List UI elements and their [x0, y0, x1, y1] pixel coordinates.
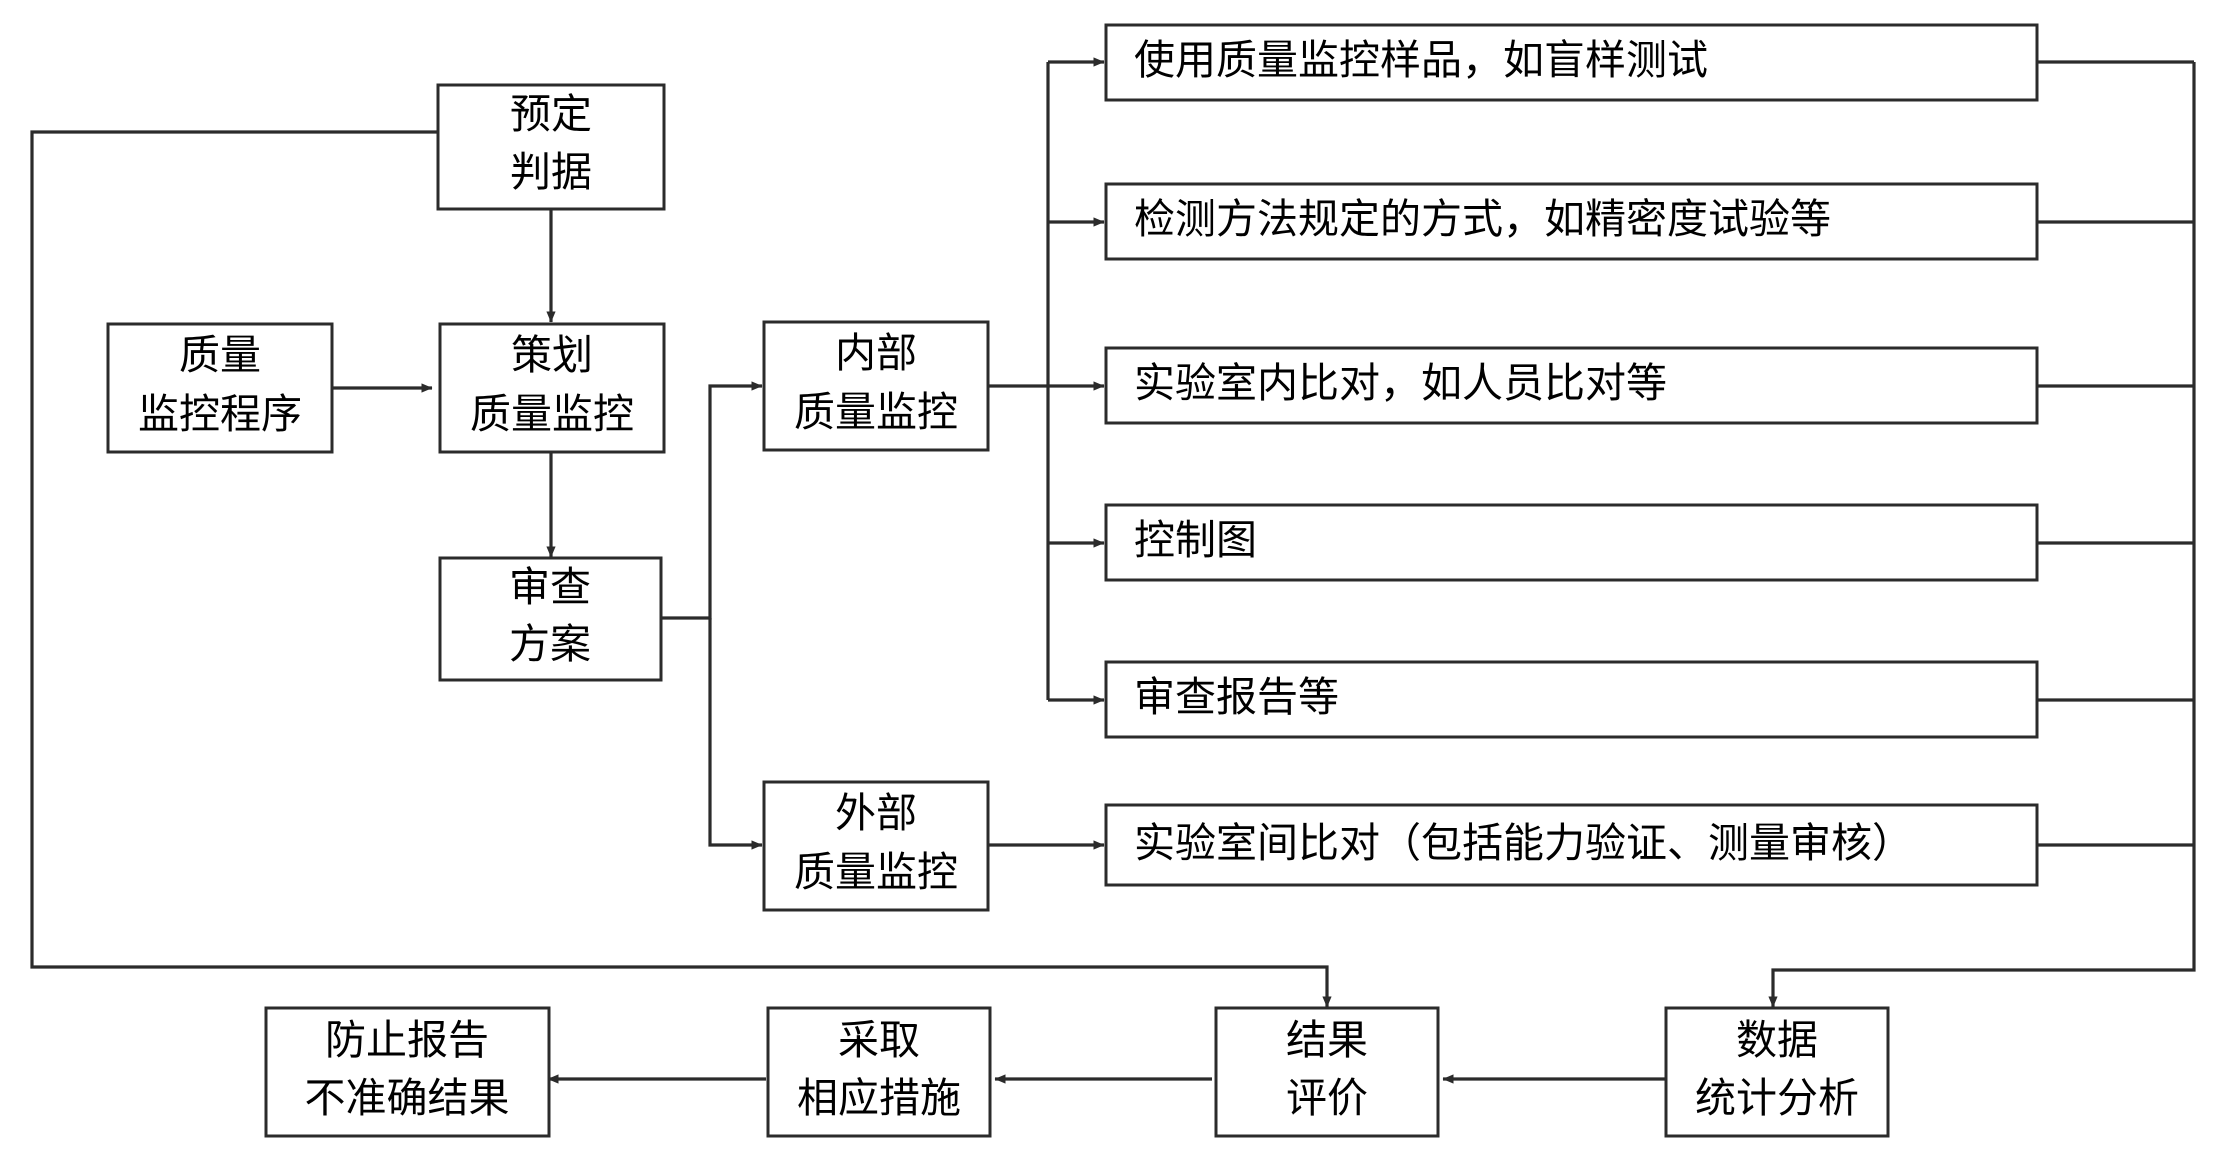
node-external-quality-control[interactable]: 外部 质量监控	[762, 780, 990, 912]
node-method-2-label: 检测方法规定的方式，如精密度试验等	[1134, 196, 1831, 242]
node-method-3-label: 实验室内比对，如人员比对等	[1134, 360, 1667, 406]
node-internal-quality-control[interactable]: 内部 质量监控	[762, 320, 990, 452]
node-method-5-label: 审查报告等	[1134, 674, 1339, 720]
node-method-3[interactable]: 实验室内比对，如人员比对等	[1104, 346, 2039, 425]
node-method-6-label: 实验室间比对（包括能力验证、测量审核）	[1134, 820, 1913, 866]
connector-right-bus-to-data-analysis	[1768, 62, 2196, 1008]
node-plan-quality-control-line1: 策划	[511, 332, 593, 378]
node-data-statistical-analysis-line2: 统计分析	[1695, 1075, 1859, 1121]
node-prevent-inaccurate-report-line2: 不准确结果	[305, 1075, 510, 1121]
node-data-statistical-analysis[interactable]: 数据 统计分析	[1664, 1006, 1890, 1138]
node-data-statistical-analysis-line1: 数据	[1736, 1017, 1818, 1063]
node-method-1[interactable]: 使用质量监控样品，如盲样测试	[1104, 23, 2039, 102]
node-result-evaluation-line2: 评价	[1286, 1075, 1368, 1121]
node-method-6[interactable]: 实验室间比对（包括能力验证、测量审核）	[1104, 803, 2039, 887]
node-external-quality-control-line2: 质量监控	[794, 849, 958, 895]
node-external-quality-control-line1: 外部	[835, 790, 917, 836]
node-method-2[interactable]: 检测方法规定的方式，如精密度试验等	[1104, 182, 2039, 261]
node-method-1-label: 使用质量监控样品，如盲样测试	[1134, 37, 1708, 83]
node-result-evaluation-line1: 结果	[1286, 1017, 1368, 1063]
connector-feedback-loop	[30, 130, 1332, 1008]
connector-review-to-internal	[661, 381, 763, 620]
node-method-5[interactable]: 审查报告等	[1104, 660, 2039, 739]
node-internal-quality-control-line2: 质量监控	[794, 389, 958, 435]
node-method-4[interactable]: 控制图	[1104, 503, 2039, 582]
node-result-evaluation[interactable]: 结果 评价	[1214, 1006, 1440, 1138]
node-take-measures-line2: 相应措施	[797, 1075, 961, 1121]
node-quality-control-procedure-line1: 质量	[179, 332, 261, 378]
node-method-4-label: 控制图	[1134, 517, 1257, 563]
node-review-plan[interactable]: 审查 方案	[438, 556, 663, 682]
node-plan-quality-control-line2: 质量监控	[470, 391, 634, 437]
connector-review-to-external	[708, 618, 763, 850]
node-plan-quality-control[interactable]: 策划 质量监控	[438, 322, 666, 454]
node-predetermined-criteria[interactable]: 预定 判据	[436, 83, 666, 211]
node-prevent-inaccurate-report[interactable]: 防止报告 不准确结果	[264, 1006, 551, 1138]
node-predetermined-criteria-line1: 预定	[510, 91, 592, 137]
node-take-measures[interactable]: 采取 相应措施	[766, 1006, 992, 1138]
node-review-plan-line1: 审查	[509, 564, 591, 610]
node-take-measures-line1: 采取	[838, 1017, 920, 1063]
node-review-plan-line2: 方案	[509, 621, 591, 667]
node-quality-control-procedure[interactable]: 质量 监控程序	[106, 322, 334, 454]
node-quality-control-procedure-line2: 监控程序	[138, 391, 302, 437]
node-prevent-inaccurate-report-line1: 防止报告	[325, 1017, 489, 1063]
node-predetermined-criteria-line2: 判据	[510, 149, 592, 195]
node-internal-quality-control-line1: 内部	[835, 330, 917, 376]
